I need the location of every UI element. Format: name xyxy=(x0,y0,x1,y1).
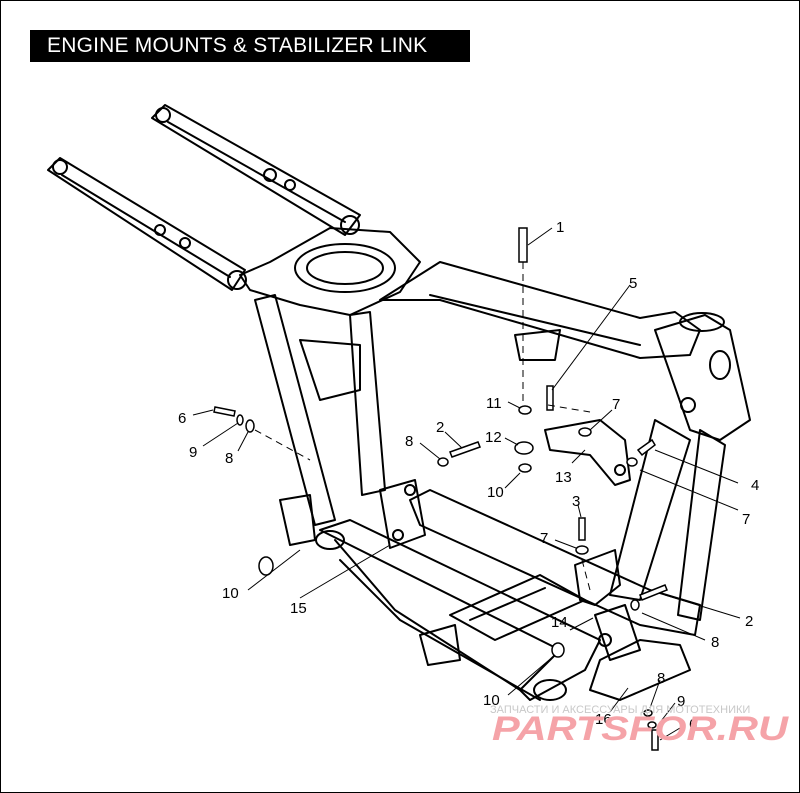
callout-6-left: 6 xyxy=(178,410,186,427)
bolt-6b xyxy=(651,729,659,751)
bolt-3 xyxy=(578,517,586,541)
watermark-brand: PARTSFOR.RU xyxy=(492,710,790,748)
front-downtube-right xyxy=(677,429,726,621)
callout-10-bottom: 10 xyxy=(483,692,500,709)
bolt-2b xyxy=(639,584,668,601)
washer-7a xyxy=(578,427,592,437)
rear-isolator xyxy=(379,479,426,549)
rod-end-12 xyxy=(514,441,534,455)
bolt-5 xyxy=(546,385,554,411)
washer-11 xyxy=(518,405,532,415)
callout-15: 15 xyxy=(290,600,307,617)
diagram-title: ENGINE MOUNTS & STABILIZER LINK xyxy=(30,30,470,62)
nut-10-top xyxy=(518,463,532,473)
callout-1: 1 xyxy=(556,219,564,236)
lower-rail-right xyxy=(409,489,701,636)
steering-head xyxy=(654,314,751,441)
callout-6-bottom: 6 xyxy=(689,716,697,733)
nut-10-bottom xyxy=(551,642,565,658)
washer-8a xyxy=(245,419,255,433)
callout-10-upper: 10 xyxy=(487,484,504,501)
callout-3: 3 xyxy=(572,493,580,510)
front-downtube-left xyxy=(609,419,691,601)
callout-11: 11 xyxy=(486,395,502,412)
washer-7c xyxy=(575,545,589,555)
upper-crossmember xyxy=(239,227,421,316)
callout-2-upper: 2 xyxy=(436,419,444,436)
callout-10-left: 10 xyxy=(222,585,239,602)
callout-16: 16 xyxy=(595,711,612,728)
callout-8-bottom: 8 xyxy=(657,670,665,687)
watermark-subtitle: ЗАПЧАСТИ И АКСЕССУАРЫ ДЛЯ МОТОТЕХНИКИ xyxy=(490,704,750,716)
callout-7-middle: 7 xyxy=(540,530,548,547)
stabilizer-bracket xyxy=(544,419,631,486)
callout-14: 14 xyxy=(551,614,568,631)
washer-8d xyxy=(643,709,653,717)
nut-10-left xyxy=(258,556,274,576)
washer-7b xyxy=(626,457,638,467)
washer-8c xyxy=(630,599,640,611)
callout-7-top: 7 xyxy=(612,396,620,413)
rear-post-right xyxy=(349,311,386,496)
washer-8b xyxy=(437,457,449,467)
callout-12: 12 xyxy=(485,429,502,446)
washer-9a xyxy=(236,414,244,426)
callout-5: 5 xyxy=(629,275,637,292)
callout-8-lower-right: 8 xyxy=(711,634,719,651)
backbone-tube xyxy=(379,261,701,359)
callout-4: 4 xyxy=(751,477,759,494)
callout-13: 13 xyxy=(555,469,572,486)
callout-9-left: 9 xyxy=(189,444,197,461)
rear-post-left xyxy=(254,294,336,526)
left-fender-strut xyxy=(47,157,246,291)
bolt-2a xyxy=(449,441,481,458)
callout-2-lower: 2 xyxy=(745,613,753,630)
bolt-6a xyxy=(213,406,236,417)
callout-9-bottom: 9 xyxy=(677,693,685,710)
callout-8-left: 8 xyxy=(225,450,233,467)
callout-8-upper: 8 xyxy=(405,433,413,450)
callout-7-right: 7 xyxy=(742,511,750,528)
bolt-4 xyxy=(636,438,656,457)
bolt-1 xyxy=(518,227,528,263)
right-fender-strut xyxy=(151,104,361,236)
washer-9b xyxy=(647,721,657,729)
